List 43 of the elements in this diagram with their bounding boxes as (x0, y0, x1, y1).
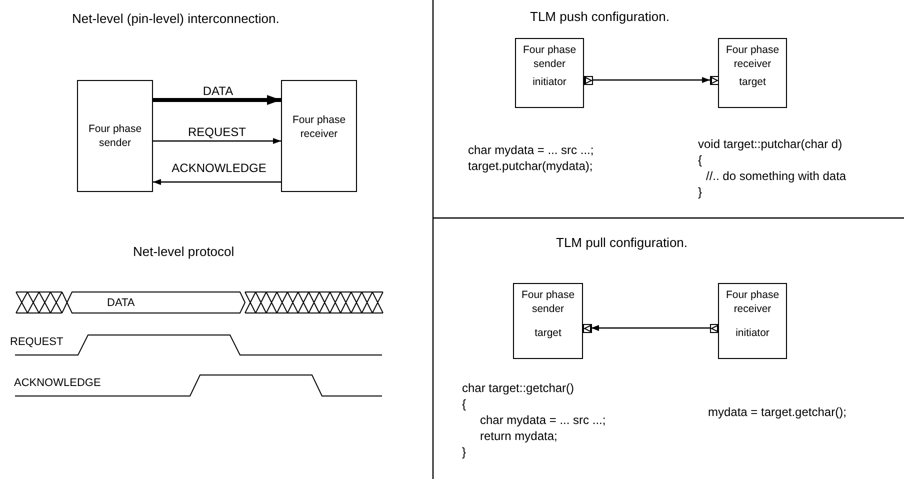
role-label: initiator (532, 75, 566, 89)
block-label: Four phase receiver (291, 113, 347, 141)
block-label: Four phase sender (520, 288, 576, 316)
block-label: Four phase sender (87, 122, 143, 150)
role-label: initiator (736, 326, 770, 340)
section-heading: TLM pull configuration. (556, 236, 688, 250)
signal-label: REQUEST (10, 335, 64, 349)
block-label: Four phase receiver (724, 43, 780, 71)
role-label: target (534, 326, 562, 340)
block-box (513, 283, 583, 359)
code-line: } (698, 185, 702, 199)
arrow (153, 95, 281, 105)
section-heading: TLM push configuration. (530, 10, 670, 24)
code-line: mydata = target.getchar(); (708, 405, 846, 419)
role-label: target (739, 75, 766, 89)
block-label: Four phase sender (522, 43, 578, 71)
edge-label: REQUEST (187, 126, 247, 139)
code-line: { (462, 397, 466, 411)
arrow (153, 179, 281, 185)
code-line: { (698, 153, 702, 167)
block-box (718, 38, 787, 108)
code-line: char target::getchar() (462, 381, 574, 395)
arrow (591, 325, 710, 331)
block-box (77, 80, 153, 192)
block-box (718, 283, 787, 359)
code-line: target.putchar(mydata); (468, 159, 593, 173)
edge-label: ACKNOWLEDGE (170, 162, 268, 175)
section-heading: Net-level protocol (133, 245, 234, 259)
signal-label: DATA (107, 296, 135, 310)
block-box (281, 80, 357, 192)
signal-label: ACKNOWLEDGE (14, 376, 101, 390)
edge-label: DATA (202, 85, 234, 98)
arrow (153, 138, 281, 144)
code-line: char mydata = ... src ...; (480, 413, 606, 427)
section-heading: Net-level (pin-level) interconnection. (72, 12, 280, 26)
code-line: void target::putchar(char d) (698, 137, 842, 151)
code-line: return mydata; (480, 429, 558, 443)
code-line: } (462, 445, 466, 459)
code-line: char mydata = ... src ...; (468, 143, 594, 157)
arrow (592, 77, 710, 83)
code-line: //.. do something with data (706, 169, 846, 183)
block-box (515, 38, 584, 108)
block-label: Four phase receiver (724, 288, 780, 316)
